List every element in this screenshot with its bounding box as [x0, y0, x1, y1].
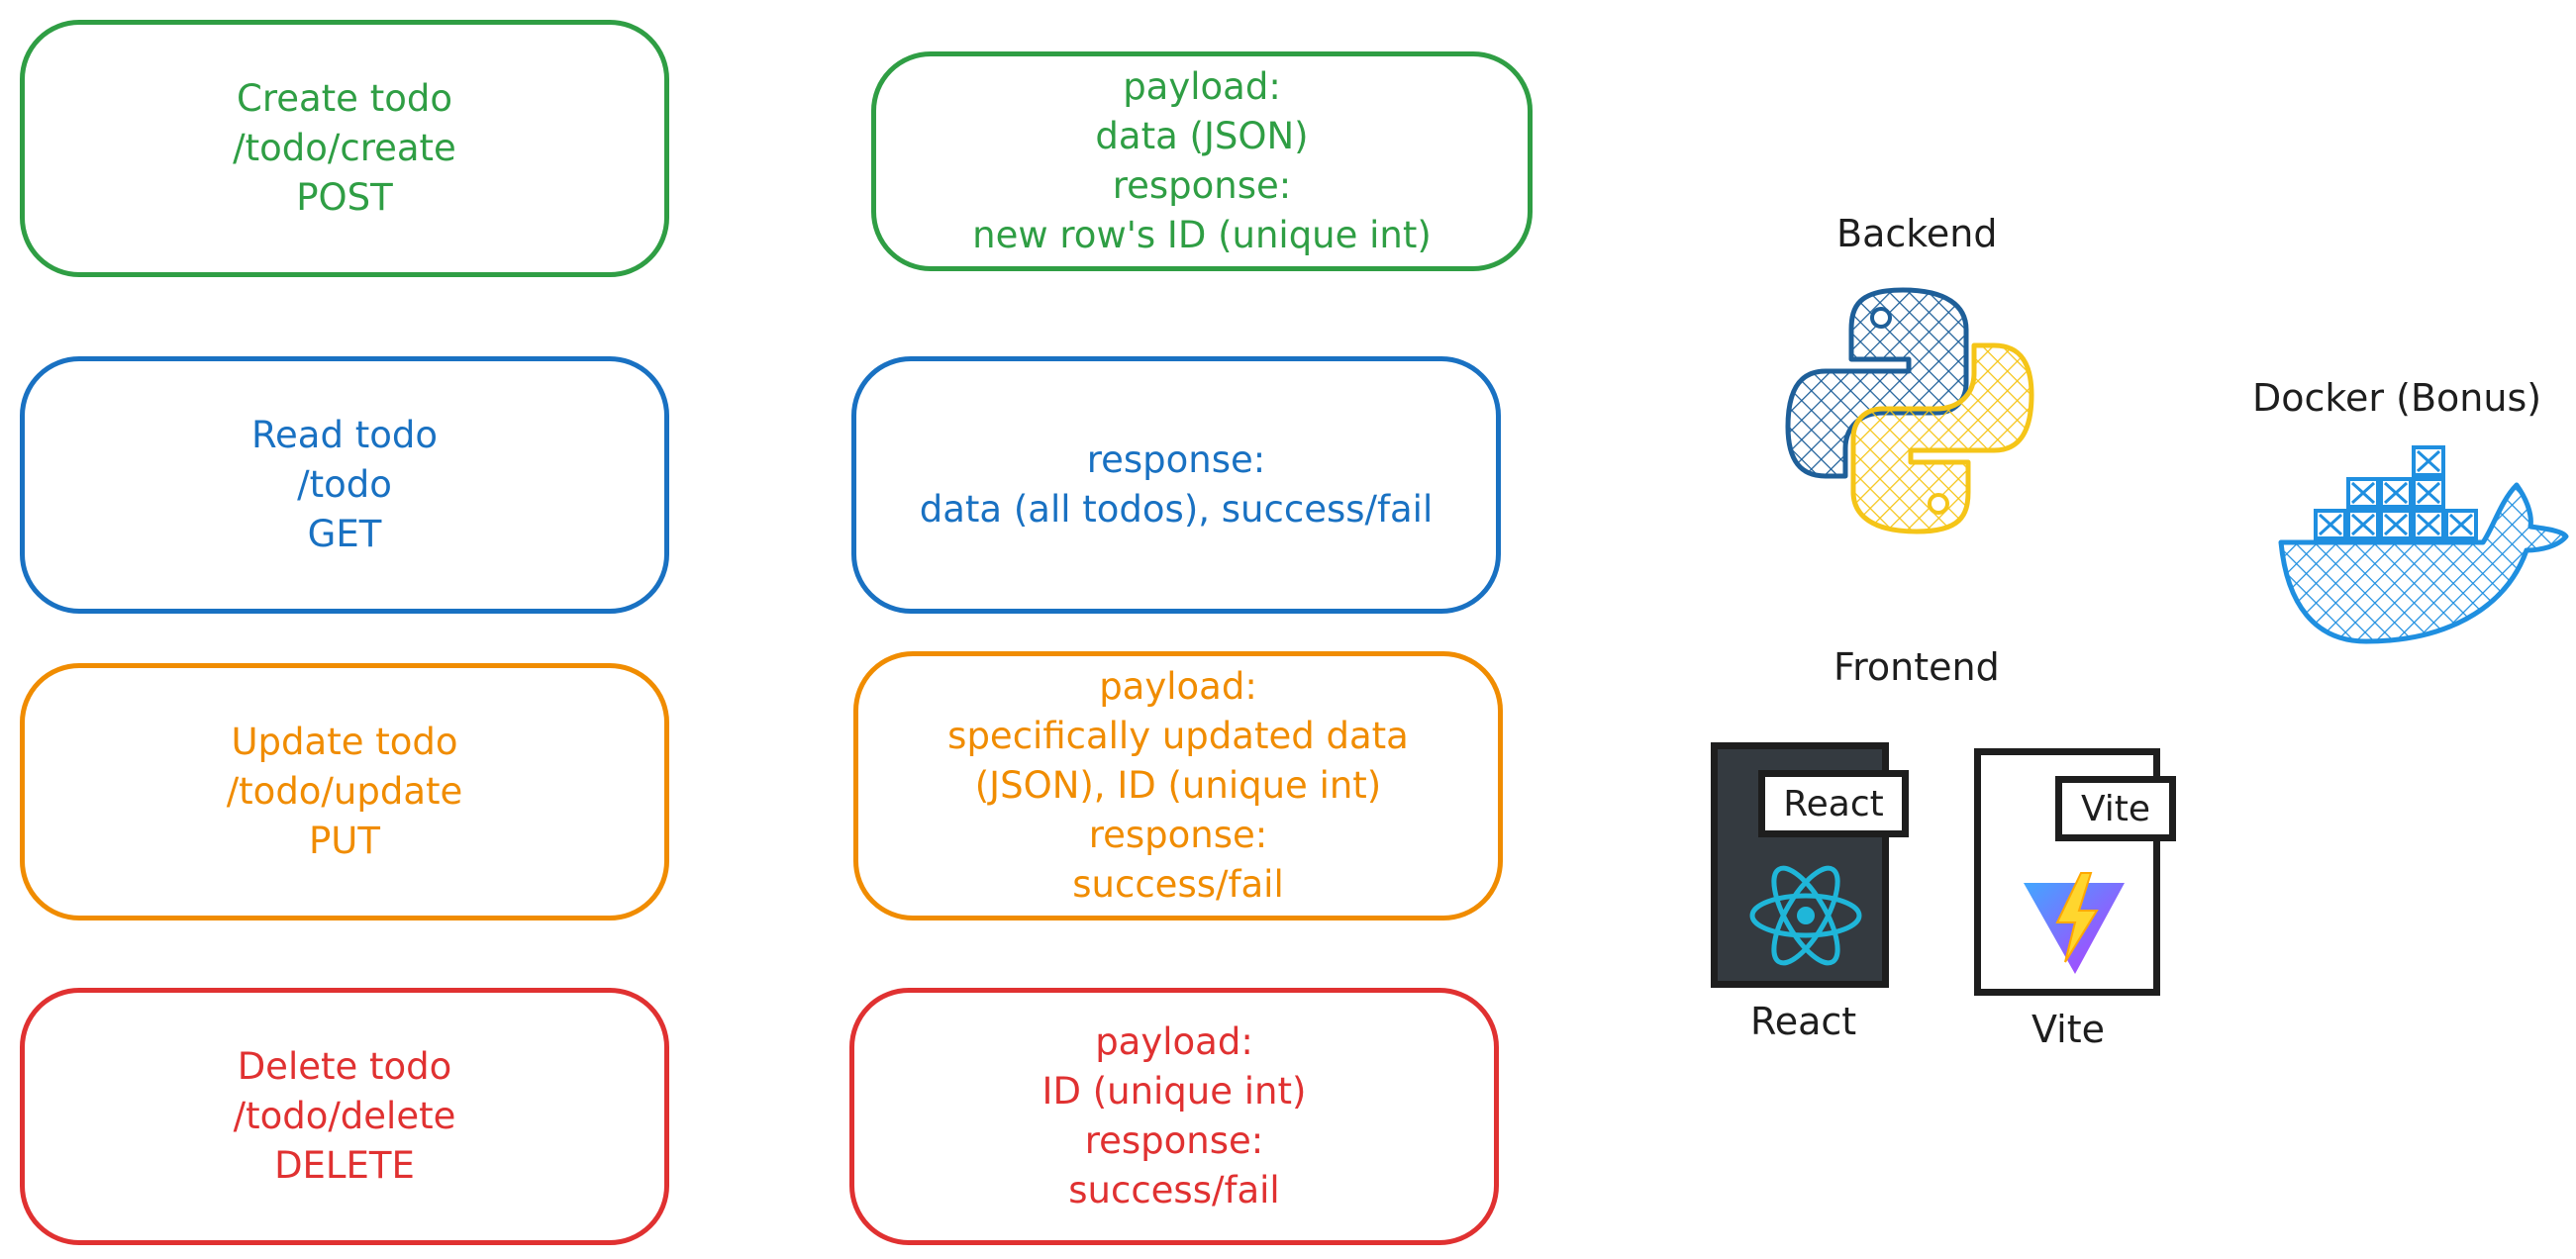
- endpoint-update-details-box: payload: specifically updated data (JSON…: [853, 651, 1503, 920]
- vite-bolt-icon: [2024, 872, 2125, 974]
- endpoint-create-details-box: payload: data (JSON) response: new row's…: [871, 51, 1533, 271]
- docker-label: Docker (Bonus): [2252, 376, 2542, 420]
- endpoint-create-details: payload: data (JSON) response: new row's…: [972, 62, 1432, 260]
- detail-line: success/fail: [1068, 1169, 1280, 1211]
- endpoint-read-label: Read todo /todo GET: [251, 411, 438, 559]
- detail-line: new row's ID (unique int): [972, 214, 1432, 256]
- detail-line: payload:: [1095, 1020, 1253, 1063]
- endpoint-action: Read todo: [251, 414, 438, 456]
- react-caption: React: [1750, 1000, 1857, 1043]
- detail-line: payload:: [1099, 665, 1257, 708]
- endpoint-delete-label: Delete todo /todo/delete DELETE: [234, 1042, 456, 1191]
- detail-line: response:: [1086, 438, 1266, 481]
- endpoint-create-label: Create todo /todo/create POST: [233, 74, 456, 223]
- react-atom-icon: [1749, 865, 1862, 966]
- endpoint-read-details: response: data (all todos), success/fail: [920, 436, 1434, 534]
- backend-label: Backend: [1836, 212, 1998, 255]
- endpoint-method: PUT: [308, 820, 380, 862]
- endpoint-path: /todo/update: [226, 770, 463, 813]
- endpoint-delete-details-box: payload: ID (unique int) response: succe…: [849, 988, 1499, 1245]
- endpoint-update-box: Update todo /todo/update PUT: [20, 663, 669, 920]
- react-tag: React: [1758, 770, 1909, 837]
- endpoint-method: GET: [307, 513, 382, 555]
- endpoint-delete-box: Delete todo /todo/delete DELETE: [20, 988, 669, 1245]
- detail-line: response:: [1088, 814, 1268, 856]
- vite-caption: Vite: [2031, 1008, 2105, 1051]
- endpoint-update-details: payload: specifically updated data (JSON…: [947, 662, 1409, 910]
- detail-line: response:: [1084, 1119, 1264, 1162]
- endpoint-delete-details: payload: ID (unique int) response: succe…: [1042, 1017, 1307, 1215]
- endpoint-update-label: Update todo /todo/update PUT: [227, 718, 463, 866]
- detail-line: success/fail: [1072, 863, 1284, 906]
- detail-line: data (JSON): [1095, 115, 1309, 157]
- endpoint-path: /todo/create: [233, 127, 456, 169]
- endpoint-method: POST: [296, 176, 393, 219]
- detail-line: (JSON), ID (unique int): [974, 764, 1382, 807]
- vite-tag: Vite: [2055, 776, 2176, 841]
- endpoint-action: Delete todo: [237, 1045, 452, 1088]
- endpoint-read-details-box: response: data (all todos), success/fail: [851, 356, 1501, 614]
- detail-line: specifically updated data: [947, 715, 1409, 757]
- endpoint-path: /todo/delete: [233, 1095, 456, 1137]
- detail-line: response:: [1112, 164, 1292, 207]
- detail-line: payload:: [1123, 65, 1281, 108]
- detail-line: data (all todos), success/fail: [919, 488, 1434, 531]
- endpoint-read-box: Read todo /todo GET: [20, 356, 669, 614]
- endpoint-action: Update todo: [231, 721, 458, 763]
- endpoint-method: DELETE: [274, 1144, 415, 1187]
- python-icon: [1785, 287, 2034, 534]
- endpoint-action: Create todo: [237, 77, 452, 120]
- detail-line: ID (unique int): [1041, 1070, 1307, 1113]
- endpoint-path: /todo: [297, 463, 392, 506]
- endpoint-create-box: Create todo /todo/create POST: [20, 20, 669, 277]
- frontend-label: Frontend: [1833, 645, 2000, 689]
- docker-whale-icon: [2278, 445, 2569, 644]
